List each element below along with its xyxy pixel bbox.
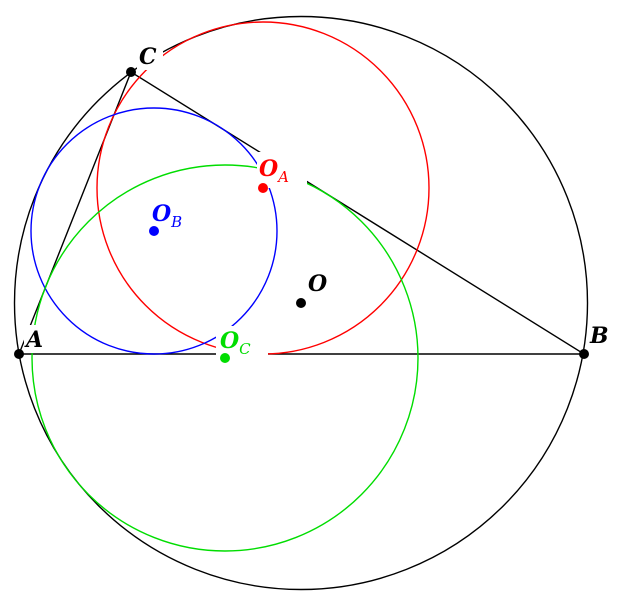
point-a xyxy=(14,349,24,359)
label-c: C xyxy=(139,44,157,70)
circumcircle xyxy=(13,15,589,591)
point-b xyxy=(579,349,589,359)
label-b: B xyxy=(589,323,609,349)
label-oa: OA xyxy=(259,156,289,186)
point-o xyxy=(296,298,306,308)
circle-ob xyxy=(30,107,278,355)
label-oc: OC xyxy=(220,328,251,358)
point-ob xyxy=(149,226,159,236)
point-oa xyxy=(258,183,268,193)
point-c xyxy=(126,67,136,77)
label-o: O xyxy=(308,271,327,297)
circle-oc xyxy=(31,164,419,552)
label-a: A xyxy=(24,327,43,353)
point-oc xyxy=(220,353,230,363)
triangle-abc xyxy=(17,70,587,355)
label-ob: OB xyxy=(152,201,182,231)
